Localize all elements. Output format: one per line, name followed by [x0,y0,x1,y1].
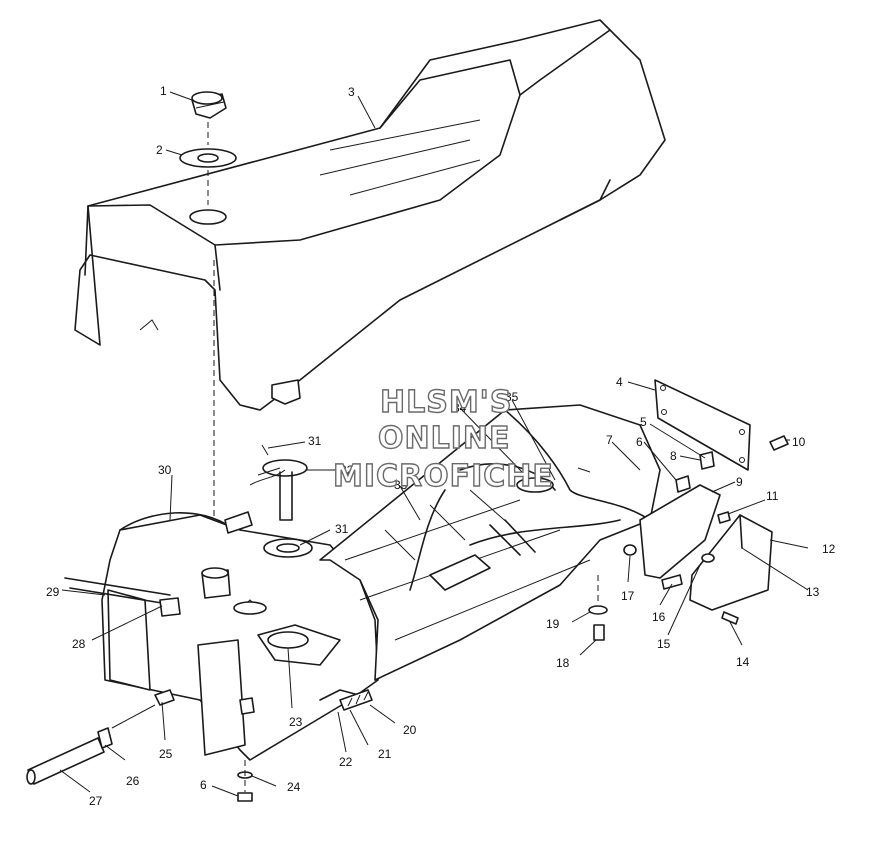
watermark-line-3: MICROFICHE [333,459,554,494]
callout-15: 15 [657,637,671,651]
callout-33: 33 [394,478,408,492]
callout-6: 6 [636,435,643,449]
fuel-fittings-part [154,689,373,715]
callout-29: 29 [46,585,60,599]
gasket-part [179,148,237,168]
callout-5: 5 [640,415,647,429]
watermark: HLSM'S ONLINE MICROFICHE [332,384,554,494]
callout-35: 35 [505,390,519,404]
callout-17: 17 [621,589,635,603]
callout-30: 30 [158,463,172,477]
callout-6: 6 [200,778,207,792]
callout-19: 19 [546,617,560,631]
callout-32: 32 [340,463,354,477]
callout-22: 22 [339,755,353,769]
fuel-cap-part [191,91,227,119]
callout-11: 11 [766,489,779,503]
callout-13: 13 [806,585,820,599]
callout-labels: 1 2 3 4 5 6 6 7 8 9 10 11 12 13 14 15 16… [46,84,836,808]
fuel-hose-part [26,704,156,785]
callout-9: 9 [736,475,743,489]
fuel-tank-part [64,512,379,761]
callout-1: 1 [160,84,167,98]
washer-nut-part [237,760,253,802]
callout-14: 14 [736,655,750,669]
seat-part [74,19,666,411]
callout-23: 23 [289,715,303,729]
callout-10: 10 [792,435,806,449]
hardware-part [588,575,739,641]
callout-31: 31 [308,434,322,448]
callout-28: 28 [72,637,86,651]
callout-25: 25 [159,747,173,761]
callout-24: 24 [287,780,301,794]
callout-34: 34 [453,401,467,415]
callout-18: 18 [556,656,570,670]
callout-4: 4 [616,375,623,389]
callout-16: 16 [652,610,666,624]
rear-bracket-part [623,484,773,611]
leader-lines [59,91,809,797]
callout-26: 26 [126,774,140,788]
license-plate-part [654,379,789,493]
callout-12: 12 [822,542,836,556]
callout-27: 27 [89,794,103,808]
callout-20: 20 [403,723,417,737]
callout-7: 7 [606,433,613,447]
watermark-line-1: HLSM'S [380,385,512,420]
fuel-sender-part [224,444,313,558]
callout-8: 8 [670,449,677,463]
callout-3: 3 [348,85,355,99]
callout-31: 31 [335,522,349,536]
callout-21: 21 [378,747,392,761]
watermark-line-2: ONLINE [378,421,511,456]
callout-2: 2 [156,143,163,157]
